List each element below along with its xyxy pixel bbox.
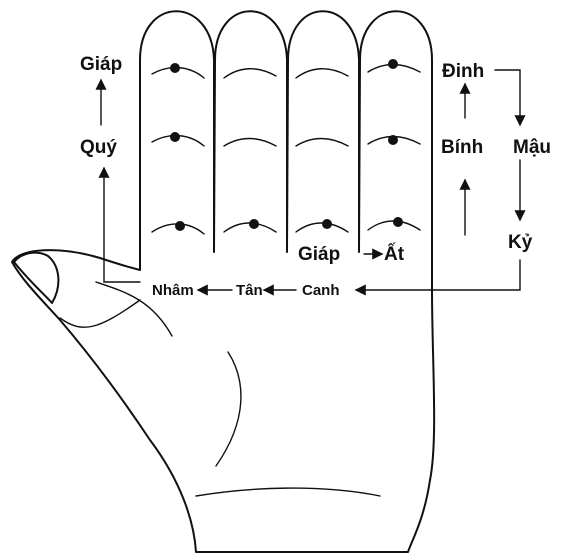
label-giap-top: Giáp: [80, 54, 122, 75]
label-canh: Canh: [302, 282, 340, 299]
dot-little-top: [388, 59, 398, 69]
palm-line-wrist: [196, 488, 380, 496]
arrow-ky-to-canh: [356, 260, 520, 290]
hand-outline: [12, 11, 434, 552]
dot-little-mid: [388, 135, 398, 145]
label-giap-bottom: Giáp: [298, 244, 340, 265]
dot-index-base: [175, 221, 185, 231]
dot-little-base: [393, 217, 403, 227]
label-quy: Quý: [80, 137, 117, 158]
dot-ring-base: [322, 219, 332, 229]
dot-index-mid: [170, 132, 180, 142]
palm-fold: [60, 300, 140, 327]
label-dinh: Đinh: [442, 61, 484, 82]
dot-index-top: [170, 63, 180, 73]
label-binh: Bính: [441, 137, 483, 158]
label-ky: Kỷ: [508, 232, 533, 253]
dot-middle-base: [249, 219, 259, 229]
label-nham: Nhâm: [152, 282, 194, 299]
label-tan: Tân: [236, 282, 263, 299]
palm-line-mid: [216, 352, 241, 466]
label-at: Ất: [384, 243, 405, 265]
label-mau: Mậu: [513, 137, 551, 158]
arrow-dinh-to-mau: [495, 70, 520, 125]
